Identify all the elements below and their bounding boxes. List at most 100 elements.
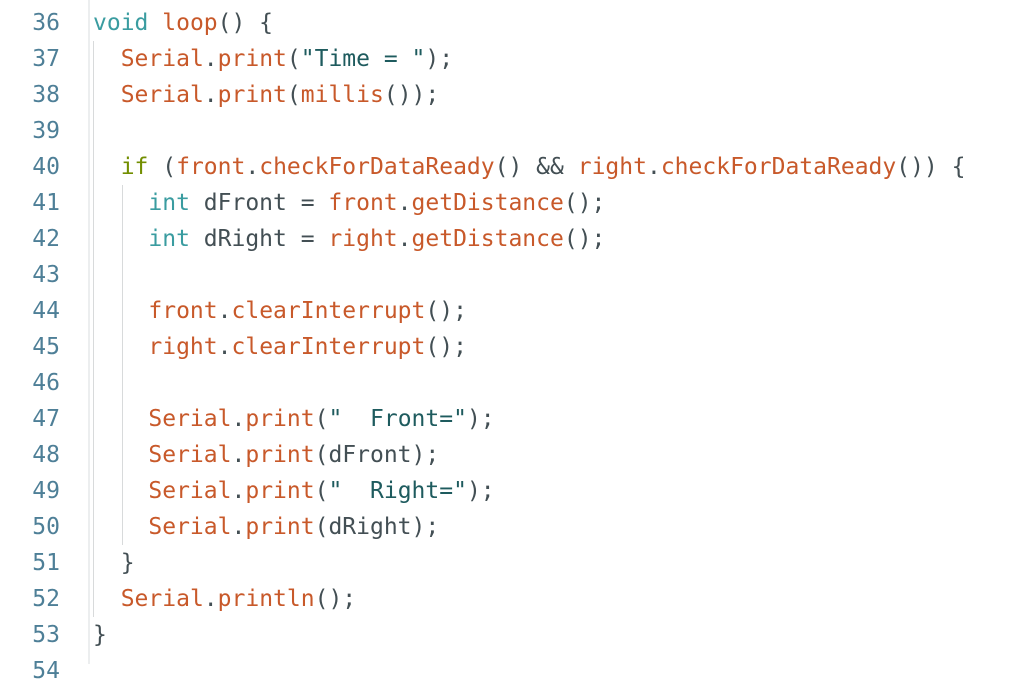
- line-number: 52: [32, 586, 60, 612]
- code-line[interactable]: 37 Serial.print("Time = ");: [0, 41, 1026, 77]
- code-line[interactable]: 40 if (front.checkForDataReady() && righ…: [0, 149, 1026, 185]
- code-line[interactable]: 46: [0, 365, 1026, 401]
- line-number: 40: [32, 154, 60, 180]
- identifier-token: print: [245, 478, 315, 504]
- code-line[interactable]: 50 Serial.print(dRight);: [0, 509, 1026, 545]
- plain-token: .: [217, 334, 232, 360]
- identifier-token: Serial: [120, 46, 204, 72]
- line-number: 51: [32, 550, 60, 576]
- line-number: 43: [32, 262, 60, 288]
- plain-token: (dFront);: [314, 442, 440, 468]
- plain-token: [93, 478, 148, 504]
- identifier-token: getDistance: [411, 226, 564, 252]
- line-number: 48: [32, 442, 60, 468]
- plain-token: .: [203, 586, 218, 612]
- code-line[interactable]: 54: [0, 653, 1026, 689]
- line-number: 46: [32, 370, 60, 396]
- identifier-token: print: [217, 82, 287, 108]
- code-line[interactable]: 41 int dFront = front.getDistance();: [0, 185, 1026, 221]
- plain-token: [93, 334, 148, 360]
- plain-token: .: [231, 478, 246, 504]
- line-number: 36: [32, 10, 60, 36]
- plain-token: ();: [563, 190, 606, 216]
- line-code: Serial.print("Time = ");: [93, 41, 453, 77]
- plain-token: ()) {: [896, 154, 966, 180]
- line-number: 38: [32, 82, 60, 108]
- line-code: Serial.print(" Right=");: [93, 473, 494, 509]
- type-keyword-token: void: [93, 10, 149, 36]
- line-number: 49: [32, 478, 60, 504]
- line-number: 39: [32, 118, 60, 144]
- line-code: int dFront = front.getDistance();: [93, 185, 605, 221]
- identifier-token: millis: [300, 82, 384, 108]
- plain-token: ();: [314, 586, 357, 612]
- control-keyword-token: if: [120, 154, 149, 180]
- plain-token: );: [425, 46, 454, 72]
- plain-token: .: [397, 226, 412, 252]
- identifier-token: front: [148, 298, 218, 324]
- identifier-token: Serial: [148, 478, 232, 504]
- identifier-token: loop: [162, 10, 218, 36]
- line-number: 42: [32, 226, 60, 252]
- plain-token: [148, 10, 162, 36]
- plain-token: dFront =: [189, 190, 329, 216]
- code-line[interactable]: 39: [0, 113, 1026, 149]
- plain-token: ();: [563, 226, 606, 252]
- indent-guide: [122, 185, 123, 545]
- identifier-token: Serial: [148, 406, 232, 432]
- code-line[interactable]: 47 Serial.print(" Front=");: [0, 401, 1026, 437]
- code-line[interactable]: 49 Serial.print(" Right=");: [0, 473, 1026, 509]
- line-code: }: [93, 617, 107, 653]
- plain-token: );: [466, 406, 495, 432]
- string-literal-token: " Right=": [328, 478, 467, 504]
- code-line[interactable]: 43: [0, 257, 1026, 293]
- identifier-token: checkForDataReady: [259, 154, 495, 180]
- identifier-token: Serial: [148, 514, 232, 540]
- plain-token: [93, 514, 148, 540]
- identifier-token: print: [245, 406, 315, 432]
- code-line[interactable]: 44 front.clearInterrupt();: [0, 293, 1026, 329]
- identifier-token: Serial: [120, 586, 204, 612]
- identifier-token: Serial: [120, 82, 204, 108]
- plain-token: (: [314, 478, 329, 504]
- plain-token: [93, 190, 148, 216]
- type-keyword-token: int: [148, 190, 190, 216]
- plain-token: () &&: [494, 154, 578, 180]
- identifier-token: right: [577, 154, 647, 180]
- plain-token: .: [231, 442, 246, 468]
- indent-guide: [93, 41, 94, 617]
- identifier-token: checkForDataReady: [660, 154, 897, 180]
- identifier-token: front: [176, 154, 246, 180]
- identifier-token: clearInterrupt: [231, 298, 426, 324]
- plain-token: ());: [383, 82, 440, 108]
- type-keyword-token: int: [148, 226, 190, 252]
- plain-token: .: [397, 190, 412, 216]
- plain-token: .: [231, 406, 246, 432]
- code-line[interactable]: 45 right.clearInterrupt();: [0, 329, 1026, 365]
- line-code: front.clearInterrupt();: [93, 293, 467, 329]
- plain-token: ();: [425, 334, 467, 360]
- code-line[interactable]: 52 Serial.println();: [0, 581, 1026, 617]
- identifier-token: clearInterrupt: [231, 334, 426, 360]
- plain-token: }: [93, 622, 107, 648]
- code-line[interactable]: 38 Serial.print(millis());: [0, 77, 1026, 113]
- plain-token: [93, 442, 148, 468]
- identifier-token: print: [245, 442, 315, 468]
- plain-token: }: [93, 550, 135, 576]
- code-line[interactable]: 53}: [0, 617, 1026, 653]
- line-code: Serial.print(dFront);: [93, 437, 439, 473]
- plain-token: [93, 586, 121, 612]
- plain-token: [93, 46, 121, 72]
- code-line[interactable]: 48 Serial.print(dFront);: [0, 437, 1026, 473]
- identifier-token: front: [328, 190, 398, 216]
- code-line[interactable]: 51 }: [0, 545, 1026, 581]
- line-number: 45: [32, 334, 60, 360]
- string-literal-token: " Front=": [328, 406, 467, 432]
- line-number: 37: [32, 46, 60, 72]
- plain-token: [93, 298, 148, 324]
- line-number: 50: [32, 514, 60, 540]
- code-line[interactable]: 42 int dRight = right.getDistance();: [0, 221, 1026, 257]
- line-number: 47: [32, 406, 60, 432]
